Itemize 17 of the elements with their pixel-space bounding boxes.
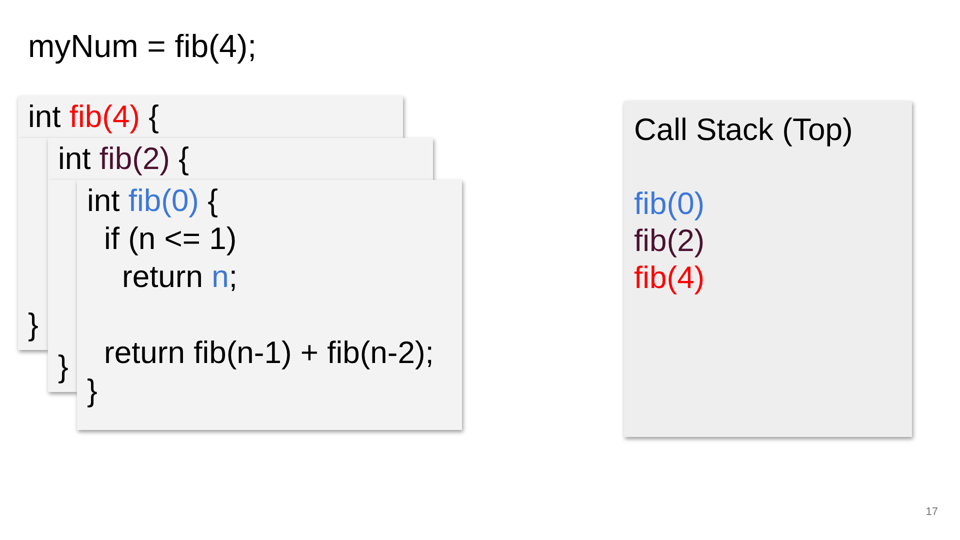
code-line: } [87,372,98,410]
code-line: } [28,306,38,344]
stack-entry: fib(0) [634,185,705,222]
code-line: if (n <= 1) [104,220,237,258]
stack-entry: fib(4) [634,259,705,296]
page-number: 17 [926,505,938,519]
call-stack-panel [624,101,912,437]
stack-entry: fib(2) [634,222,705,259]
slide-title: myNum = fib(4); [28,27,256,65]
code-line: return n; [122,258,238,296]
code-line: int fib(4) { [28,98,159,136]
code-line: int fib(2) { [58,140,189,178]
code-line: int fib(0) { [87,182,218,220]
stack-heading: Call Stack (Top) [634,111,853,148]
code-line: return fib(n-1) + fib(n-2); [104,334,434,372]
code-card [77,180,462,430]
code-line: } [58,348,68,386]
